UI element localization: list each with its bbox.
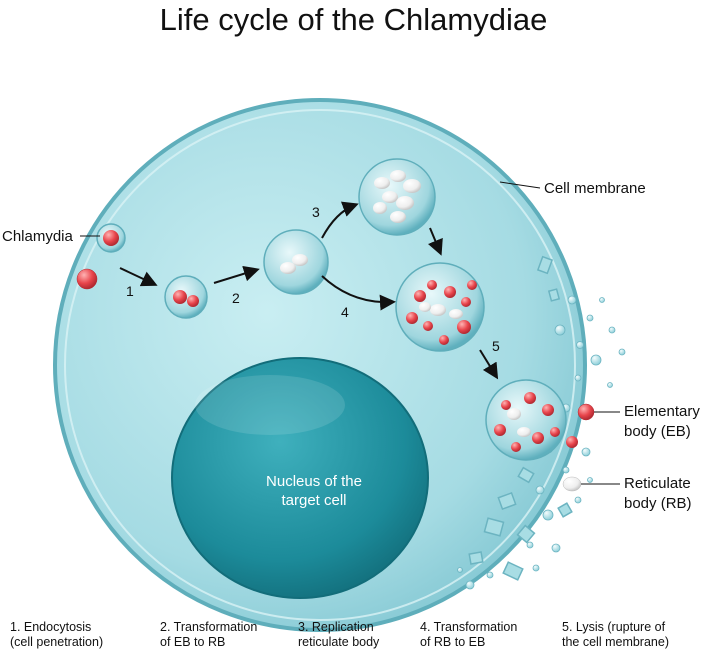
legend-step-2-desc: of EB to RB [160, 635, 226, 649]
legend-step-5-desc: the cell membrane) [562, 635, 669, 649]
cycle-arrows [119, 201, 499, 380]
vesicle-lysis [485, 379, 567, 461]
nucleus-label-line-1: Nucleus of the [266, 473, 362, 490]
chlamydia-entering [76, 223, 126, 290]
step-number-2: 2 [232, 290, 240, 306]
legend-step-1: 1. Endocytosis (cell penetration) [10, 620, 140, 650]
step-number-5: 5 [492, 338, 500, 354]
step-number-4: 4 [341, 304, 349, 320]
step-number-1: 1 [126, 283, 134, 299]
legend-step-5-title: 5. Lysis (rupture of [562, 620, 666, 634]
legend-step-2: 2. Transformation of EB to RB [160, 620, 290, 650]
legend-step-3-desc: reticulate body [298, 635, 380, 649]
legend-step-2-title: 2. Transformation [160, 620, 258, 634]
step-number-3: 3 [312, 204, 320, 220]
nucleus-label-line-2: target cell [281, 492, 346, 509]
legend-step-1-title: 1. Endocytosis [10, 620, 92, 634]
label-elementary-body-line-2: body (EB) [624, 423, 691, 440]
legend-step-3: 3. Replication reticulate body [298, 620, 428, 650]
ruptured-membrane [468, 255, 573, 581]
vesicle-rb-replication [358, 158, 436, 236]
legend-step-5: 5. Lysis (rupture of the cell membrane) [562, 620, 692, 650]
eb-legend-icon [577, 403, 595, 421]
legend-step-3-title: 3. Replication [298, 620, 374, 634]
label-reticulate-body-line-2: body (RB) [624, 495, 692, 512]
released-droplets [457, 295, 626, 590]
vesicle-rb-to-eb [395, 262, 485, 352]
page-title: Life cycle of the Chlamydiae [159, 2, 548, 37]
leader-lines [80, 181, 620, 485]
legend-step-4: 4. Transformation of RB to EB [420, 620, 550, 650]
legend-step-1-desc: (cell penetration) [10, 635, 104, 649]
nucleus [171, 357, 429, 599]
label-chlamydia: Chlamydia [2, 228, 74, 245]
released-eb [566, 436, 578, 448]
vesicle-rb [263, 229, 329, 295]
legend-step-4-title: 4. Transformation [420, 620, 518, 634]
vesicle-eb [164, 275, 208, 319]
label-cell-membrane: Cell membrane [544, 180, 646, 197]
label-elementary-body-line-1: Elementary [624, 403, 700, 420]
label-reticulate-body-line-1: Reticulate [624, 475, 691, 492]
legend-step-4-desc: of RB to EB [420, 635, 486, 649]
rb-legend-icon [562, 476, 582, 492]
